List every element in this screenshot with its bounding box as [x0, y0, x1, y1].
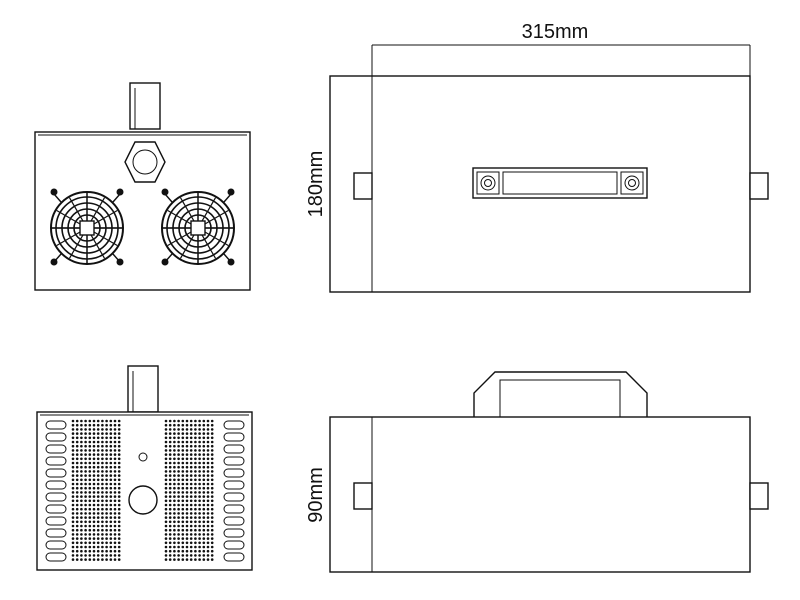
vent-slot [45, 432, 67, 442]
vent-slot [45, 468, 67, 478]
vent-slot [223, 432, 245, 442]
vent-slot [223, 516, 245, 526]
vent-slot [45, 480, 67, 490]
top-view: 315mm 180mm [305, 21, 769, 293]
vent-slot [223, 480, 245, 490]
vent-slot [45, 444, 67, 454]
vent-slot [223, 444, 245, 454]
front-view-fans [34, 82, 251, 291]
vent-slot [223, 528, 245, 538]
fan-icon [161, 188, 235, 266]
perforation-grid-right [164, 419, 214, 561]
side-left-tab [353, 482, 373, 510]
perforation-grid-left [71, 419, 121, 561]
top-handle [472, 167, 648, 199]
vent-slot [223, 456, 245, 466]
right-tab [749, 172, 769, 200]
vent-slot [223, 420, 245, 430]
vent-slot [45, 516, 67, 526]
side-view: 90mm [305, 371, 769, 573]
slot-column-right [223, 420, 245, 562]
fan-icon [50, 188, 124, 266]
height-dimension-label: 180mm [305, 151, 327, 218]
vent-slot [45, 504, 67, 514]
back-view-perforated [36, 365, 253, 571]
depth-dimension-label: 90mm [305, 467, 327, 523]
left-tab [353, 172, 373, 200]
vent-slot [223, 492, 245, 502]
vent-slot [45, 456, 67, 466]
vent-slot [45, 552, 67, 562]
vent-slot [223, 540, 245, 550]
vent-slot [45, 420, 67, 430]
vent-slot [223, 468, 245, 478]
vent-slot [45, 540, 67, 550]
fan-group [50, 188, 235, 266]
slot-column-left [45, 420, 67, 562]
vent-slot [45, 492, 67, 502]
power-connector-hole [128, 485, 158, 515]
width-dimension-label: 315mm [522, 21, 589, 43]
vent-slot [223, 552, 245, 562]
side-handle [473, 371, 648, 417]
vent-slot [223, 504, 245, 514]
side-body [329, 416, 751, 573]
vent-slot [45, 528, 67, 538]
indicator-hole [138, 452, 148, 462]
side-right-tab [749, 482, 769, 510]
hex-nut-icon [124, 141, 166, 183]
